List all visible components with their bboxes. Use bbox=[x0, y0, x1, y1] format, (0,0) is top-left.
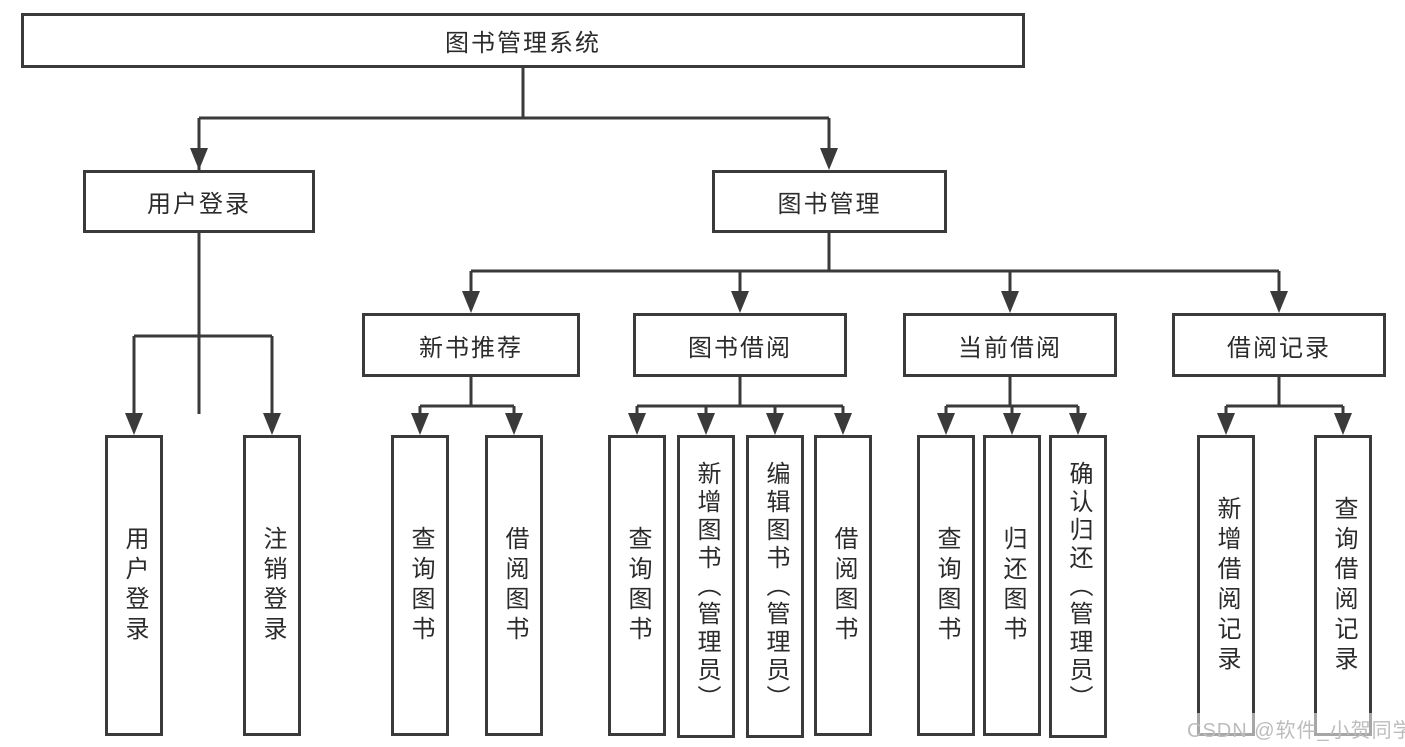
node-recommend-borrow-books-label: 借阅图书 bbox=[501, 525, 528, 646]
node-borrowing-query-books: 查询图书 bbox=[608, 435, 666, 736]
node-book-management: 图书管理 bbox=[712, 170, 947, 233]
node-root-label: 图书管理系统 bbox=[445, 30, 601, 57]
node-edit-books-admin: 编辑图书（管理员） bbox=[746, 435, 804, 738]
node-current-query-books: 查询图书 bbox=[917, 435, 975, 736]
watermark: CSDN @软件_小贺同学 bbox=[1184, 713, 1405, 744]
node-confirm-return-admin-label: 确认归还（管理员） bbox=[1065, 460, 1092, 713]
node-borrowing-query-books-label: 查询图书 bbox=[624, 525, 651, 646]
node-edit-books-admin-label: 编辑图书（管理员） bbox=[762, 460, 789, 713]
node-logout-leaf-label: 注销登录 bbox=[259, 525, 286, 646]
node-current-borrowing: 当前借阅 bbox=[903, 313, 1117, 377]
node-book-management-label: 图书管理 bbox=[777, 191, 882, 218]
node-current-borrowing-label: 当前借阅 bbox=[958, 334, 1062, 362]
node-new-book-recommend-label: 新书推荐 bbox=[419, 334, 523, 362]
node-new-book-recommend: 新书推荐 bbox=[362, 313, 580, 377]
node-recommend-query-books-label: 查询图书 bbox=[407, 525, 434, 646]
node-recommend-borrow-books: 借阅图书 bbox=[485, 435, 543, 736]
node-user-login-leaf: 用户登录 bbox=[105, 435, 163, 736]
node-confirm-return-admin: 确认归还（管理员） bbox=[1049, 435, 1107, 738]
node-borrowing-borrow-books-label: 借阅图书 bbox=[830, 525, 857, 646]
node-user-login-leaf-label: 用户登录 bbox=[121, 525, 148, 646]
node-book-borrowing: 图书借阅 bbox=[633, 313, 847, 377]
node-return-books-label: 归还图书 bbox=[999, 525, 1026, 646]
node-return-books: 归还图书 bbox=[983, 435, 1041, 736]
node-borrowing-records: 借阅记录 bbox=[1172, 313, 1386, 377]
node-borrowing-borrow-books: 借阅图书 bbox=[814, 435, 872, 736]
node-add-books-admin: 新增图书（管理员） bbox=[677, 435, 735, 738]
node-add-books-admin-label: 新增图书（管理员） bbox=[693, 460, 720, 713]
node-query-borrow-record: 查询借阅记录 bbox=[1314, 435, 1372, 736]
node-user-login: 用户登录 bbox=[83, 170, 315, 233]
node-book-borrowing-label: 图书借阅 bbox=[688, 334, 792, 362]
node-logout-leaf: 注销登录 bbox=[243, 435, 301, 736]
node-current-query-books-label: 查询图书 bbox=[933, 525, 960, 646]
node-add-borrow-record-label: 新增借阅记录 bbox=[1213, 495, 1240, 676]
node-add-borrow-record: 新增借阅记录 bbox=[1197, 435, 1255, 736]
node-user-login-label: 用户登录 bbox=[147, 191, 251, 218]
node-borrowing-records-label: 借阅记录 bbox=[1227, 334, 1331, 362]
node-recommend-query-books: 查询图书 bbox=[391, 435, 449, 736]
node-query-borrow-record-label: 查询借阅记录 bbox=[1330, 495, 1357, 676]
node-root: 图书管理系统 bbox=[21, 13, 1025, 68]
